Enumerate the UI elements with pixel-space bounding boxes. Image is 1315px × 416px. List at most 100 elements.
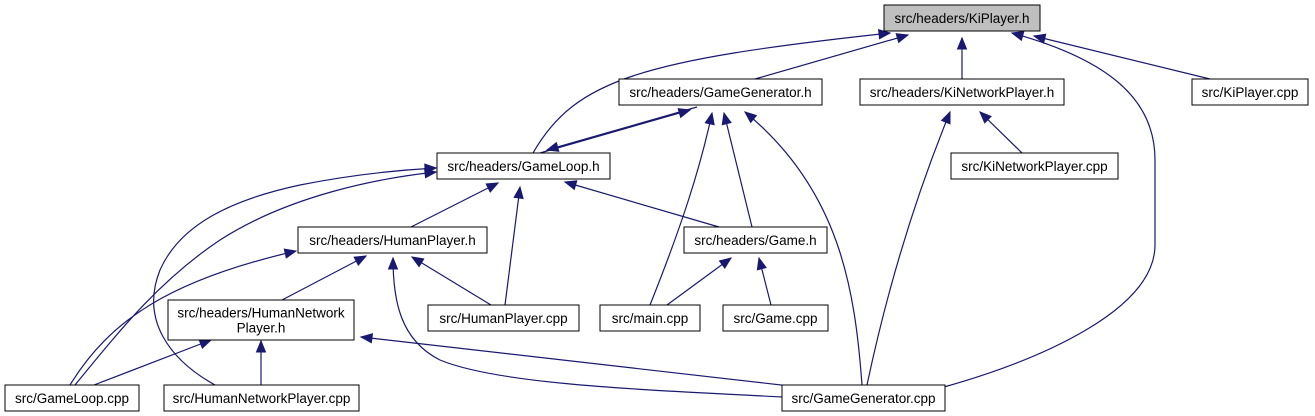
node-label: src/headers/KiPlayer.h: [894, 11, 1029, 26]
edge-line: [504, 186, 521, 306]
node-humanplayer-h[interactable]: src/headers/HumanPlayer.h: [297, 226, 488, 254]
node-label: src/headers/GameGenerator.h: [629, 85, 811, 100]
node-label: src/headers/HumanPlayer.h: [309, 233, 476, 248]
edge-arrowhead: [424, 163, 438, 174]
node-humannetworkplayer-h[interactable]: src/headers/HumanNetworkPlayer.h: [167, 299, 355, 341]
node-label: src/Game.cpp: [733, 311, 817, 326]
edge-arrowhead: [513, 185, 524, 200]
edge-arrowhead: [956, 36, 968, 50]
edge-line: [866, 111, 951, 386]
node-box[interactable]: [683, 226, 828, 254]
edge-line: [564, 181, 720, 228]
edge-gamegenerator-cpp-to-humannetworkplayer-h: [359, 333, 791, 387]
edge-line: [539, 109, 691, 154]
edge-arrowhead: [353, 255, 368, 266]
edge-game-h-to-gameloop-h: [563, 180, 720, 228]
edge-arrowhead: [895, 33, 910, 44]
node-box[interactable]: [436, 152, 611, 180]
node-box[interactable]: [167, 299, 355, 341]
node-box[interactable]: [599, 304, 701, 332]
edge-humannetworkplayer-h-to-humanplayer-h: [281, 255, 368, 301]
node-gamegenerator-cpp[interactable]: src/GameGenerator.cpp: [781, 384, 946, 412]
node-box[interactable]: [163, 384, 360, 412]
edge-line: [744, 111, 863, 386]
node-humannetworkplayer-cpp[interactable]: src/HumanNetworkPlayer.cpp: [163, 384, 360, 412]
edge-line: [532, 32, 891, 154]
edge-kinetworkplayer-cpp-to-kinetworkplayer-h: [979, 111, 1023, 154]
edge-gamegenerator-h-to-kiplayer-h: [754, 33, 910, 80]
node-kiplayer-cpp[interactable]: src/KiPlayer.cpp: [1191, 78, 1309, 106]
edge-line: [943, 32, 1156, 388]
edge-line: [69, 250, 297, 386]
node-box[interactable]: [4, 384, 140, 412]
edge-line: [410, 182, 499, 228]
edge-arrowhead: [1010, 30, 1025, 42]
edge-gamegenerator-h-to-gameloop-h: [545, 106, 698, 152]
edge-line: [153, 167, 437, 386]
node-humanplayer-cpp[interactable]: src/HumanPlayer.cpp: [427, 304, 580, 332]
edge-arrowhead: [756, 256, 767, 271]
node-label: src/GameGenerator.cpp: [791, 391, 935, 406]
edge-line: [360, 336, 791, 387]
edge-line: [281, 255, 367, 301]
node-game-h[interactable]: src/headers/Game.h: [683, 226, 828, 254]
node-kiplayer-h[interactable]: src/headers/KiPlayer.h: [883, 4, 1041, 32]
node-gameloop-cpp[interactable]: src/GameLoop.cpp: [4, 384, 140, 412]
node-box[interactable]: [297, 226, 488, 254]
node-label: src/HumanPlayer.cpp: [439, 311, 567, 326]
edge-humanplayer-cpp-to-humanplayer-h: [410, 256, 492, 306]
node-label: src/main.cpp: [612, 311, 689, 326]
edge-main-cpp-to-gamegenerator-h: [649, 111, 715, 306]
nodes-layer: src/headers/KiPlayer.h src/headers/GameGe…: [4, 4, 1309, 412]
edge-line: [411, 256, 492, 306]
edge-gameloop-cpp-to-humanplayer-h: [69, 248, 298, 386]
edge-line: [754, 34, 909, 80]
edge-arrowhead: [743, 111, 758, 124]
edge-humannetworkplayer-cpp-to-gameloop-h: [153, 163, 438, 386]
edge-gamegenerator-cpp-to-humanplayer-h: [387, 256, 784, 398]
node-box[interactable]: [781, 384, 946, 412]
node-label: src/GameLoop.cpp: [15, 391, 129, 406]
node-game-cpp[interactable]: src/Game.cpp: [722, 304, 829, 332]
edge-arrowhead: [198, 339, 213, 350]
node-gamegenerator-h[interactable]: src/headers/GameGenerator.h: [618, 78, 823, 106]
node-box[interactable]: [427, 304, 580, 332]
edge-line: [392, 257, 784, 398]
edge-line: [1033, 35, 1211, 80]
node-label: src/headers/GameLoop.h: [447, 159, 599, 174]
node-box[interactable]: [950, 152, 1119, 180]
node-gameloop-h[interactable]: src/headers/GameLoop.h: [436, 152, 611, 180]
edge-line: [723, 112, 753, 228]
edge-gameloop-cpp-to-humannetworkplayer-h: [93, 339, 213, 386]
node-box[interactable]: [1191, 78, 1309, 106]
edge-gamegenerator-cpp-to-kinetworkplayer-h: [866, 110, 951, 386]
edge-arrowhead: [410, 256, 425, 268]
edge-arrowhead: [718, 257, 733, 270]
node-box[interactable]: [883, 4, 1041, 32]
edge-arrowhead: [677, 108, 692, 119]
edge-main-cpp-to-game-h: [666, 257, 733, 306]
edge-line: [93, 339, 212, 386]
node-box[interactable]: [618, 78, 823, 106]
edge-line: [74, 171, 437, 386]
edge-gamegenerator-cpp-to-kiplayer-h: [943, 30, 1156, 388]
edge-game-h-to-gamegenerator-h: [721, 111, 753, 228]
node-main-cpp[interactable]: src/main.cpp: [599, 304, 701, 332]
node-kinetworkplayer-cpp[interactable]: src/KiNetworkPlayer.cpp: [950, 152, 1119, 180]
edges-layer: [69, 29, 1211, 398]
node-label: src/headers/KiNetworkPlayer.h: [870, 85, 1055, 100]
edge-humanplayer-cpp-to-gameloop-h: [504, 185, 524, 306]
edge-arrowhead: [979, 111, 992, 124]
node-kinetworkplayer-h[interactable]: src/headers/KiNetworkPlayer.h: [859, 78, 1065, 106]
edge-arrowhead: [721, 111, 732, 126]
edge-arrowhead: [545, 141, 560, 152]
node-label: src/headers/HumanNetwork: [177, 306, 345, 321]
node-box[interactable]: [859, 78, 1065, 106]
edge-line: [666, 257, 732, 306]
node-label: src/HumanNetworkPlayer.cpp: [173, 391, 351, 406]
edge-gameloop-h-to-gamegenerator-h: [539, 108, 692, 154]
node-box[interactable]: [722, 304, 829, 332]
edge-arrowhead: [563, 180, 578, 191]
edge-arrowhead: [387, 256, 399, 270]
